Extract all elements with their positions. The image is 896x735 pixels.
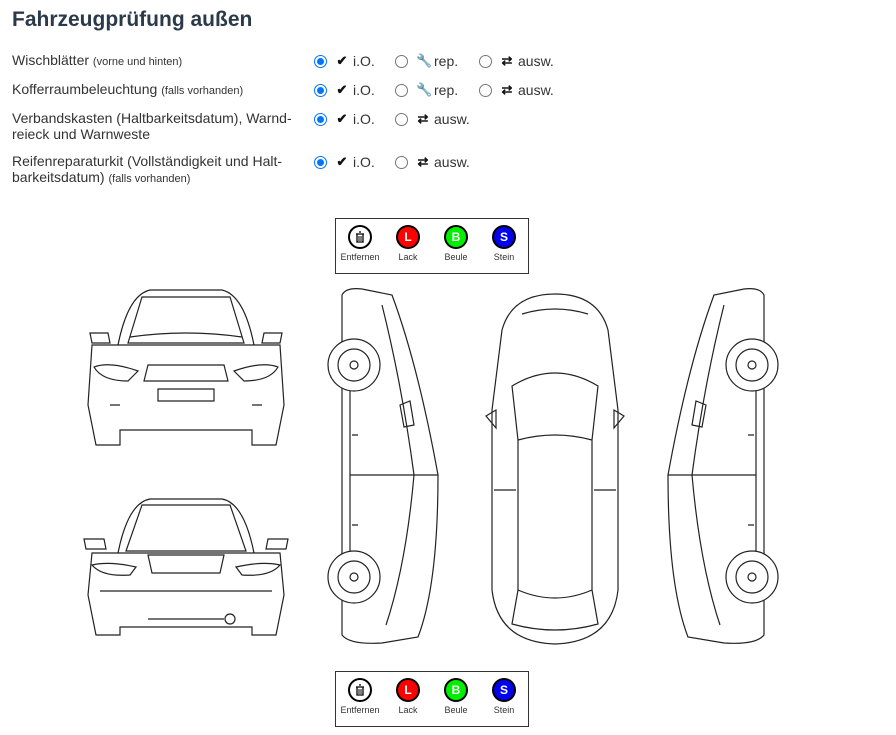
option-io[interactable]: ✔ i.O. (314, 81, 375, 99)
option-io[interactable]: ✔ i.O. (314, 153, 375, 171)
tool-caption: Beule (444, 252, 468, 262)
trash-icon[interactable] (348, 678, 372, 702)
option-label: rep. (434, 53, 459, 69)
tool-caption: Stein (493, 705, 515, 715)
check-label-text: Wischblätter (12, 52, 90, 68)
option-label: ausw. (434, 111, 470, 127)
lack-symbol[interactable]: L (396, 678, 420, 702)
check-label-note: (vorne und hinten) (92, 56, 183, 68)
stein-symbol[interactable]: S (492, 225, 516, 249)
car-rear-view[interactable] (80, 495, 292, 660)
page-title: Fahrzeugprüfung außen (12, 8, 253, 31)
swap-icon: ⇄ (501, 82, 513, 97)
check-row-verbandskasten: Verbandskasten (Haltbarkeitsdatum), Warn… (12, 110, 892, 150)
option-label: i.O. (353, 82, 375, 98)
option-label: rep. (434, 82, 459, 98)
option-io[interactable]: ✔ i.O. (314, 52, 375, 70)
check-row-wischblaetter: Wischblätter (vorne und hinten) ✔ i.O. 🔧… (12, 52, 892, 92)
tool-stein[interactable]: S Stein (481, 225, 527, 262)
check-label-note: (falls vorhanden) (108, 173, 191, 185)
check-label-line2: reieck und Warnweste (12, 126, 150, 142)
check-label-line2: barkeitsdatum) (12, 169, 105, 185)
tool-caption: Entfernen (340, 252, 380, 262)
beule-symbol[interactable]: B (444, 678, 468, 702)
option-ausw[interactable]: ⇄ ausw. (395, 110, 470, 128)
check-label: Reifenreparaturkit (Vollständigkeit und … (12, 153, 302, 187)
swap-icon: ⇄ (501, 53, 513, 68)
tool-entfernen[interactable]: Entfernen (337, 678, 383, 715)
car-left-side-view[interactable] (322, 285, 444, 650)
option-ausw[interactable]: ⇄ ausw. (395, 153, 470, 171)
option-label: ausw. (518, 82, 554, 98)
check-row-reifenreparaturkit: Reifenreparaturkit (Vollständigkeit und … (12, 153, 892, 193)
option-label: ausw. (434, 154, 470, 170)
tool-beule[interactable]: B Beule (433, 678, 479, 715)
radio-ausw[interactable] (395, 155, 408, 169)
tool-caption: Lack (398, 705, 418, 715)
radio-io-checked[interactable] (314, 83, 327, 97)
check-label-note: (falls vorhanden) (161, 85, 244, 97)
check-label-text: Kofferraumbeleuchtung (12, 81, 158, 97)
trash-icon[interactable] (348, 225, 372, 249)
swap-icon: ⇄ (417, 154, 429, 169)
check-icon: ✔ (336, 53, 348, 68)
option-label: i.O. (353, 111, 375, 127)
damage-toolbar-top: Entfernen L Lack B Beule S Stein (335, 218, 529, 274)
radio-ausw[interactable] (395, 112, 408, 126)
check-row-kofferraum: Kofferraumbeleuchtung (falls vorhanden) … (12, 81, 892, 121)
tool-lack[interactable]: L Lack (385, 678, 431, 715)
check-label: Verbandskasten (Haltbarkeitsdatum), Warn… (12, 110, 302, 142)
check-icon: ✔ (336, 82, 348, 97)
radio-io-checked[interactable] (314, 155, 327, 169)
check-icon: ✔ (336, 154, 348, 169)
check-icon: ✔ (336, 111, 348, 126)
tool-caption: Lack (398, 252, 418, 262)
swap-icon: ⇄ (417, 111, 429, 126)
car-front-view[interactable] (80, 285, 292, 450)
damage-toolbar-bottom: Entfernen L Lack B Beule S Stein (335, 671, 529, 727)
tool-beule[interactable]: B Beule (433, 225, 479, 262)
option-rep[interactable]: 🔧 rep. (395, 52, 458, 70)
tool-caption: Beule (444, 705, 468, 715)
stein-symbol[interactable]: S (492, 678, 516, 702)
radio-ausw[interactable] (479, 83, 492, 97)
tool-caption: Entfernen (340, 705, 380, 715)
radio-io-checked[interactable] (314, 112, 327, 126)
wrench-icon: 🔧 (416, 82, 433, 97)
option-ausw[interactable]: ⇄ ausw. (479, 81, 554, 99)
tool-caption: Stein (493, 252, 515, 262)
tool-entfernen[interactable]: Entfernen (337, 225, 383, 262)
wrench-icon: 🔧 (416, 53, 433, 68)
tool-stein[interactable]: S Stein (481, 678, 527, 715)
radio-rep[interactable] (395, 54, 408, 68)
check-label: Wischblätter (vorne und hinten) (12, 52, 302, 70)
option-ausw[interactable]: ⇄ ausw. (479, 52, 554, 70)
car-right-side-view[interactable] (662, 285, 784, 650)
lack-symbol[interactable]: L (396, 225, 420, 249)
car-top-view[interactable] (482, 290, 628, 648)
option-label: i.O. (353, 53, 375, 69)
check-label: Kofferraumbeleuchtung (falls vorhanden) (12, 81, 302, 99)
radio-ausw[interactable] (479, 54, 492, 68)
option-rep[interactable]: 🔧 rep. (395, 81, 458, 99)
radio-rep[interactable] (395, 83, 408, 97)
beule-symbol[interactable]: B (444, 225, 468, 249)
tool-lack[interactable]: L Lack (385, 225, 431, 262)
option-label: i.O. (353, 154, 375, 170)
option-label: ausw. (518, 53, 554, 69)
radio-io-checked[interactable] (314, 54, 327, 68)
option-io[interactable]: ✔ i.O. (314, 110, 375, 128)
check-label-line1: Verbandskasten (Haltbarkeitsdatum), Warn… (12, 110, 292, 126)
check-label-line1: Reifenreparaturkit (Vollständigkeit und … (12, 153, 283, 169)
